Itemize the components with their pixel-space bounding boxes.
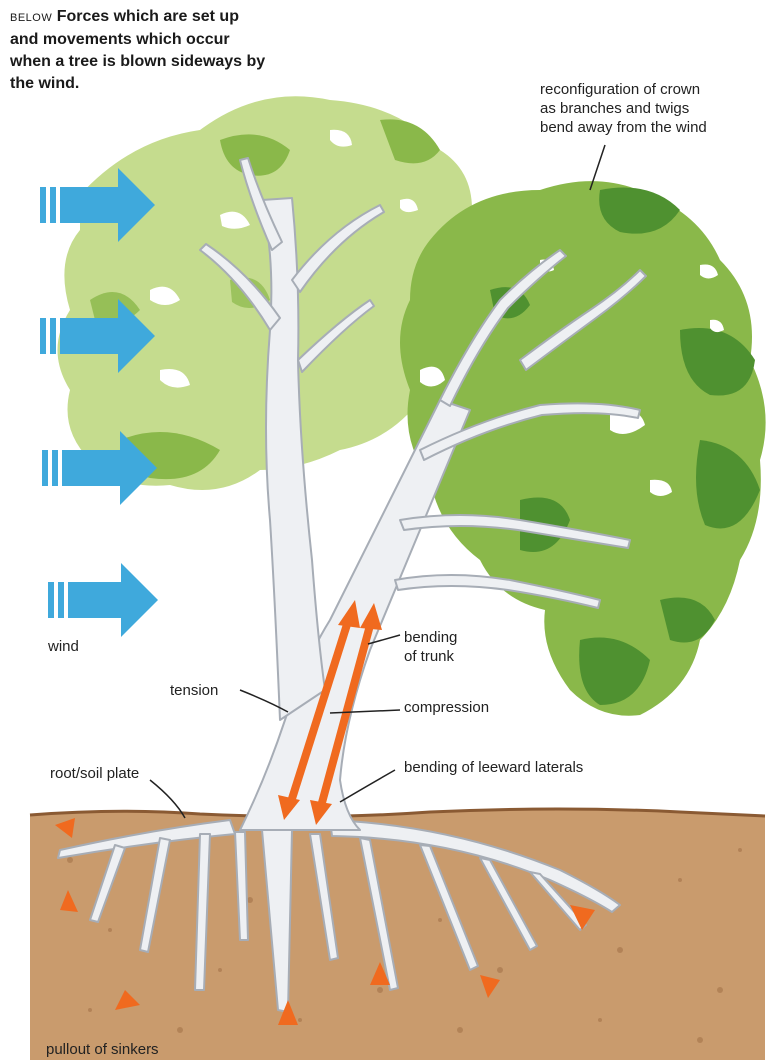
wind-arrow-4 bbox=[48, 563, 158, 637]
label-bending-trunk-1: bending bbox=[404, 628, 457, 647]
label-crown-line-1: reconfiguration of crown bbox=[540, 80, 700, 99]
label-compression: compression bbox=[404, 698, 489, 717]
label-pullout-sinkers: pullout of sinkers bbox=[46, 1040, 159, 1059]
label-tension: tension bbox=[170, 681, 218, 700]
label-wind: wind bbox=[48, 637, 79, 656]
label-crown-line-3: bend away from the wind bbox=[540, 118, 707, 137]
label-crown-line-2: as branches and twigs bbox=[540, 99, 689, 118]
label-leeward-laterals: bending of leeward laterals bbox=[404, 758, 583, 777]
label-root-soil-plate: root/soil plate bbox=[50, 764, 139, 783]
figure-caption: BELOW Forces which are set up and moveme… bbox=[10, 6, 270, 95]
caption-lead: BELOW bbox=[10, 12, 52, 24]
soil bbox=[30, 809, 765, 1060]
label-bending-trunk-2: of trunk bbox=[404, 647, 454, 666]
